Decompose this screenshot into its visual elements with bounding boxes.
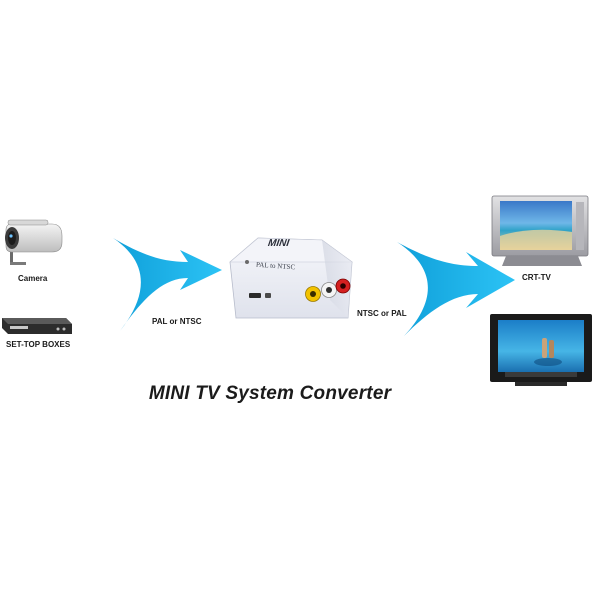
converter-device xyxy=(229,237,353,319)
set-top-box-icon xyxy=(2,318,72,334)
diagram-title: MINI TV System Converter xyxy=(148,383,392,404)
lcd-tv-icon xyxy=(490,314,592,386)
source-label-camera: Camera xyxy=(18,274,48,283)
output-label-crt-tv: CRT-TV xyxy=(522,273,551,282)
source-label-set-top-boxes: SET-TOP BOXES xyxy=(6,340,71,349)
arrow-right xyxy=(397,242,515,336)
arrow-right-label: NTSC or PAL xyxy=(357,309,407,318)
camera-icon xyxy=(5,219,63,265)
device-brand-label: MINI xyxy=(267,238,290,249)
arrow-left-label: PAL or NTSC xyxy=(152,317,202,326)
crt-tv-icon xyxy=(491,195,589,266)
rca-jacks xyxy=(305,278,351,302)
arrow-left xyxy=(113,238,222,331)
